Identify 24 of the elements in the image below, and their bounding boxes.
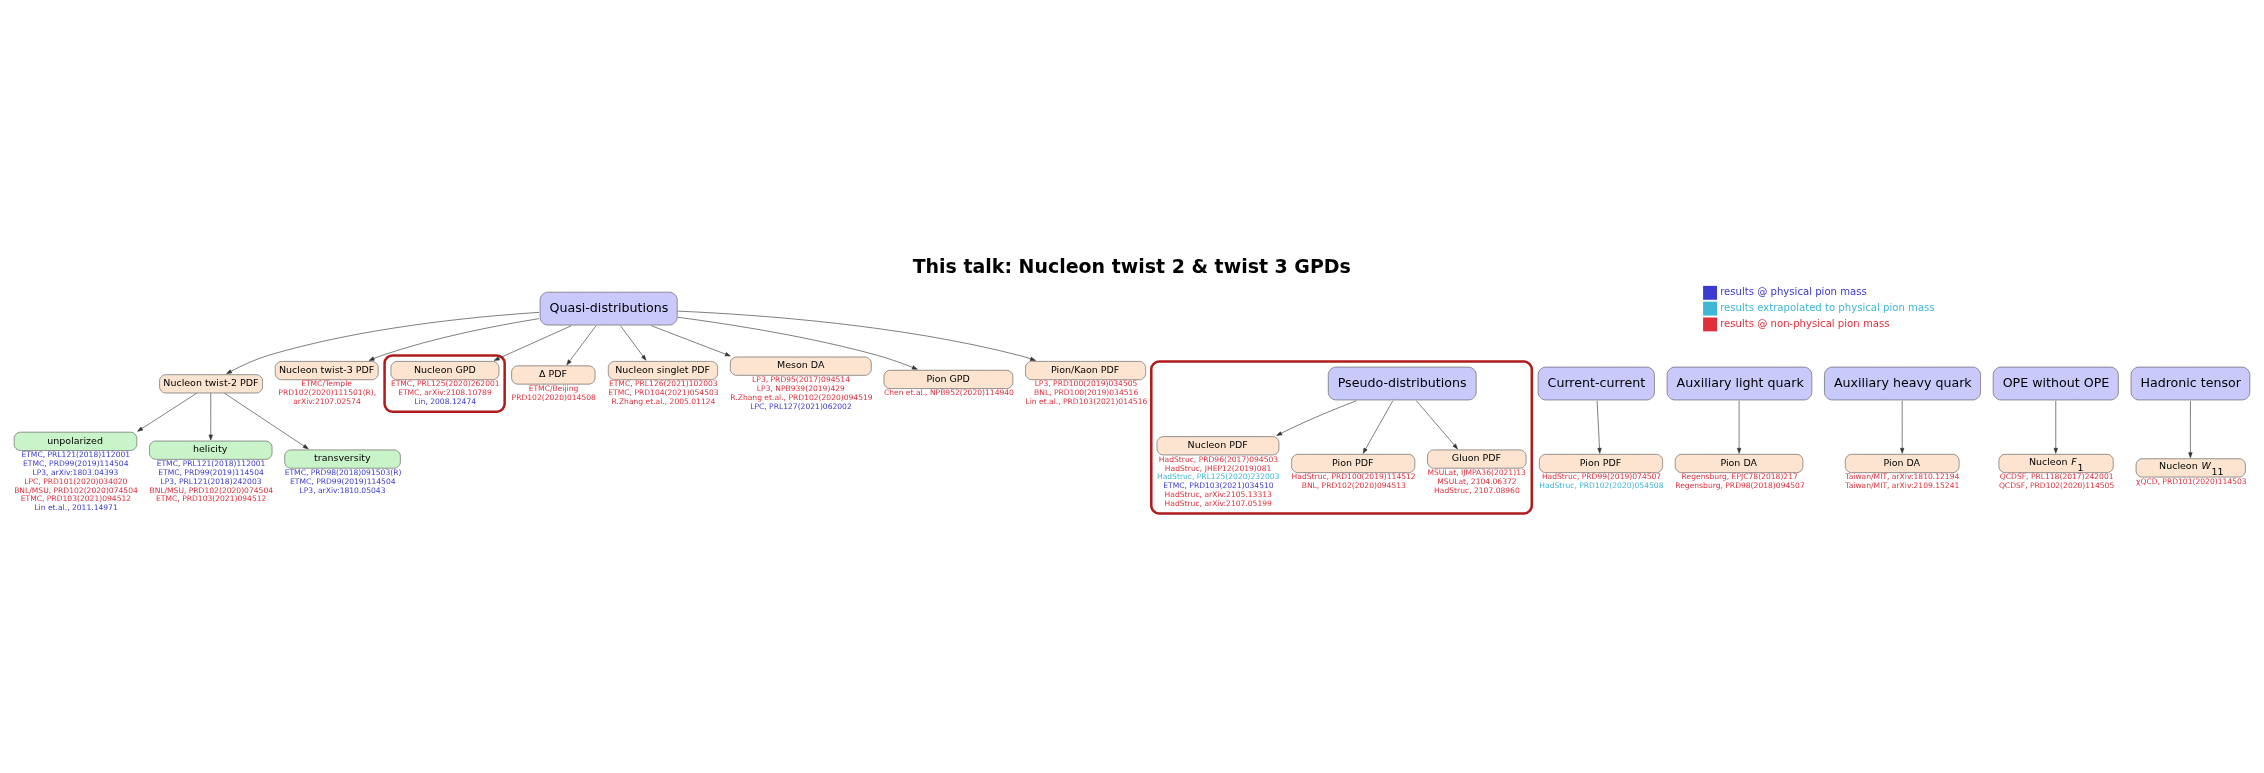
arrow [651, 324, 731, 356]
legend-label: results @ physical pion mass [1720, 285, 1867, 297]
arrow [2053, 399, 2058, 454]
arrow [368, 317, 540, 361]
arrow [677, 310, 1036, 361]
arrow [208, 392, 213, 440]
arrow [566, 324, 597, 365]
legend-label: results extrapolated to physical pion mass [1720, 301, 1935, 313]
arrow [2188, 399, 2193, 458]
cluster [1150, 359, 1534, 515]
legend-label: results @ non-physical pion mass [1720, 317, 1890, 329]
arrow [1276, 399, 1357, 436]
arrow [493, 324, 572, 361]
arrow [1416, 399, 1458, 449]
arrow [620, 324, 647, 361]
arrow [677, 316, 918, 370]
arrow [1596, 399, 1602, 454]
arrow [1362, 399, 1394, 454]
arrow [1737, 399, 1742, 454]
arrow [1900, 399, 1905, 454]
diagram-title: This talk: Nucleon twist 2 & twist 3 GPDs [912, 254, 1351, 277]
arrow [226, 311, 540, 374]
arrow [224, 392, 309, 449]
arrow [137, 392, 197, 432]
